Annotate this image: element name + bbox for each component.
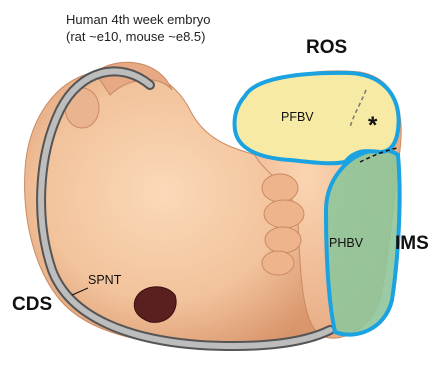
label-spnt: SPNT: [88, 273, 121, 287]
label-pfbv: PFBV: [281, 110, 314, 124]
asterisk-marker: *: [368, 112, 377, 140]
label-ros: ROS: [306, 37, 347, 59]
caption-line-1: Human 4th week embryo: [66, 12, 211, 27]
label-phbv: PHBV: [329, 236, 363, 250]
label-cds: CDS: [12, 294, 52, 316]
label-ims: IMS: [395, 233, 429, 255]
caption-line-2: (rat ~e10, mouse ~e8.5): [66, 29, 205, 44]
umbilical-opening: [134, 287, 176, 323]
